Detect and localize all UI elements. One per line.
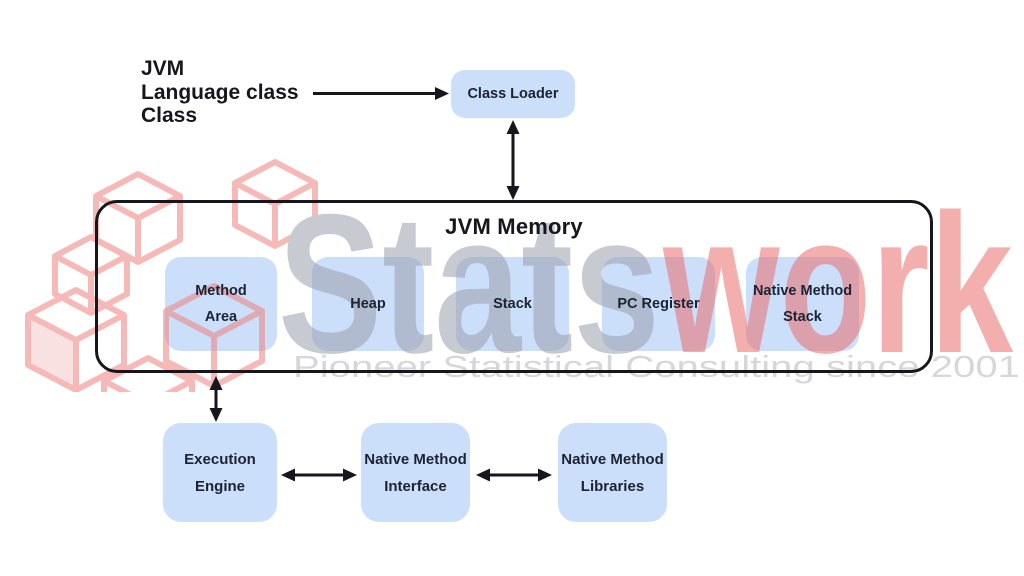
node-label: Libraries <box>580 477 645 495</box>
node-native-method-libraries: Native Method Libraries <box>558 423 667 522</box>
arrow-memory-engine-icon <box>209 376 223 422</box>
node-label: Native Method <box>364 450 467 468</box>
node-label: Stack <box>783 309 822 325</box>
jvm-memory-title: JVM Memory <box>445 214 583 239</box>
node-stack: Stack <box>456 257 569 351</box>
node-native-method-stack: Native Method Stack <box>746 257 859 351</box>
node-label: Class Loader <box>467 86 559 102</box>
node-class-loader: Class Loader <box>451 70 575 118</box>
node-label: PC Register <box>617 296 700 312</box>
jvm-memory-container <box>95 200 933 373</box>
node-label: Interface <box>384 477 447 495</box>
arrow-engine-interface-icon <box>281 468 357 482</box>
source-line: Language class <box>141 80 299 104</box>
node-label: Method <box>195 283 247 299</box>
node-label: Native Method <box>752 283 853 299</box>
arrow-source-to-classloader-icon <box>313 87 449 100</box>
source-text: JVM Language class Class <box>141 57 299 128</box>
node-label: Stack <box>493 296 532 312</box>
node-label: Engine <box>194 477 245 495</box>
source-line: JVM <box>141 57 185 80</box>
node-execution-engine: Execution Engine <box>163 423 277 522</box>
node-native-method-interface: Native Method Interface <box>361 423 470 522</box>
node-label: Native Method <box>561 450 664 468</box>
arrow-interface-libraries-icon <box>476 468 552 482</box>
node-label: Area <box>204 309 238 325</box>
arrow-classloader-memory-icon <box>506 120 520 200</box>
node-label: Execution <box>184 450 256 468</box>
node-label: Heap <box>350 296 386 312</box>
source-line: Class <box>141 104 198 127</box>
node-heap: Heap <box>312 257 424 351</box>
node-pc-register: PC Register <box>602 257 715 351</box>
